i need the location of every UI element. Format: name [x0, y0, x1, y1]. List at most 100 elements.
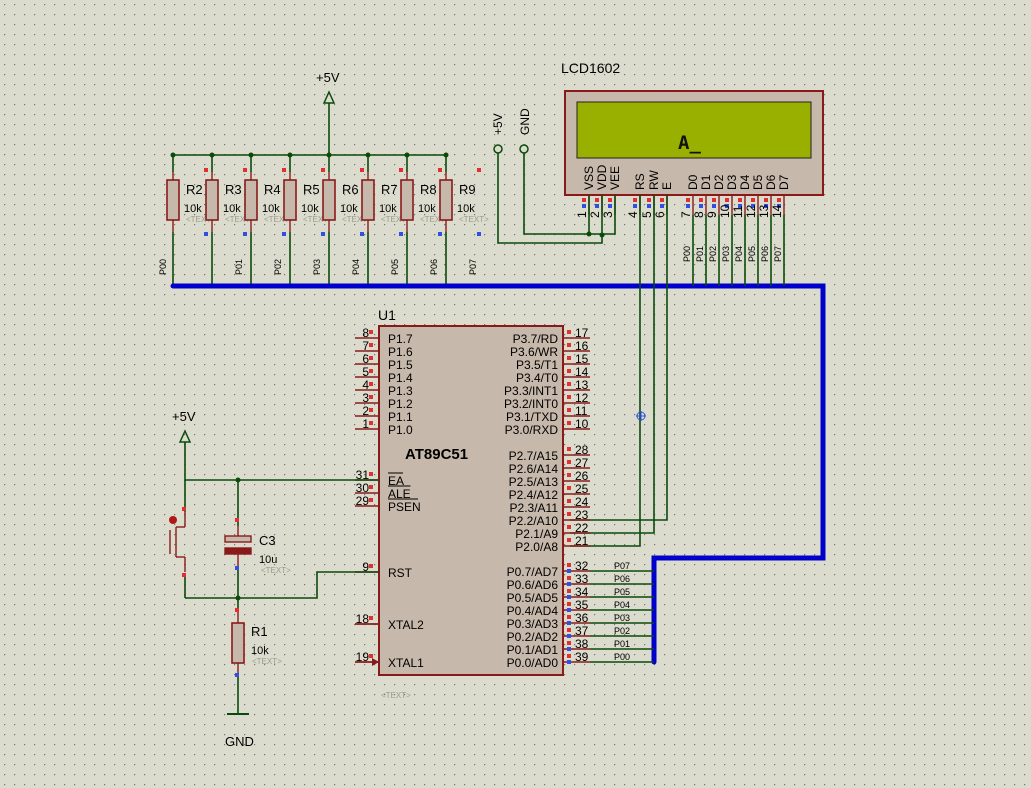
lcd1602[interactable]: LCD1602 <TEXT> A_ — [561, 60, 824, 196]
lcd-data-net-label: P03 — [721, 246, 731, 262]
mcu-pin-number: 11 — [575, 404, 588, 418]
lcd-pin-name: D2 — [712, 174, 726, 190]
lcd-pin-number: 13 — [757, 204, 771, 218]
lcd-pins: VSS1VDD2VEE3RS4RW5E6D07D18D29D310D411D51… — [575, 164, 791, 286]
p0-net-label: P07 — [614, 561, 630, 571]
mcu-pin-p3-0-rxd[interactable]: P3.0/RXD 10 — [505, 417, 590, 437]
mcu-pin-label: P1.6 — [388, 345, 413, 359]
mcu-pin-label: P1.1 — [388, 410, 413, 424]
lcd-gnd-terminal[interactable]: GND — [518, 108, 532, 154]
p0-net-label: P05 — [614, 587, 630, 597]
mcu-pin-label: P2.0/A8 — [515, 540, 558, 554]
mcu-pin-number: 27 — [575, 456, 589, 470]
lcd-pin-name: D1 — [699, 174, 713, 190]
lcd-pin-d2[interactable]: D29 — [705, 174, 726, 218]
lcd-pin-number: 11 — [731, 205, 745, 218]
mcu-pin-label: P3.5/T1 — [516, 358, 558, 372]
lcd-pin-number: 8 — [692, 211, 706, 218]
resistor-r1[interactable]: R1 10k <TEXT> — [231, 608, 282, 677]
pullup-net-label: P02 — [273, 259, 283, 275]
mcu-pin-label: P3.0/RXD — [505, 423, 559, 437]
mcu-pin-number: 22 — [575, 521, 589, 535]
lcd-name: LCD1602 — [561, 60, 620, 76]
lcd-pin-d1[interactable]: D1 8 — [692, 174, 713, 218]
mcu-pin-number: 19 — [356, 650, 370, 664]
mcu-pin-number: 31 — [356, 468, 370, 482]
ground-symbol[interactable]: GND — [225, 713, 254, 749]
mcu-at89c51[interactable]: U1 AT89C51 <TEXT> — [378, 307, 564, 700]
c3-placeholder: <TEXT> — [261, 566, 291, 575]
wire-vee — [589, 195, 616, 235]
lcd-pin-name: RW — [647, 170, 661, 190]
vcc-left-label: +5V — [172, 409, 196, 424]
pullup-label: R2 — [186, 182, 203, 197]
p0-net-label: P00 — [614, 652, 630, 662]
lcd-data-net-label: P01 — [695, 246, 705, 262]
pullup-placeholder: <TEXT> — [342, 215, 372, 224]
pullup-net-label: P03 — [312, 259, 322, 275]
mcu-pin-number: 1 — [362, 417, 369, 431]
junction-marker-icon — [636, 411, 646, 421]
lcd-pin-d0[interactable]: D07 — [679, 174, 700, 218]
lcd-pin-number: 6 — [653, 211, 667, 218]
vcc-top-symbol[interactable]: +5V — [316, 70, 340, 155]
lcd-pin-name: VSS — [582, 166, 596, 190]
capacitor-c3[interactable]: C3 10u <TEXT> — [224, 518, 291, 575]
c3-value: 10u — [259, 554, 277, 566]
mcu-pin-number: 10 — [575, 417, 589, 431]
mcu-pin-label: P3.6/WR — [510, 345, 558, 359]
mcu-pin-label: P1.4 — [388, 371, 413, 385]
lcd-pin-name: RS — [633, 173, 647, 190]
reset-button[interactable] — [169, 507, 186, 577]
